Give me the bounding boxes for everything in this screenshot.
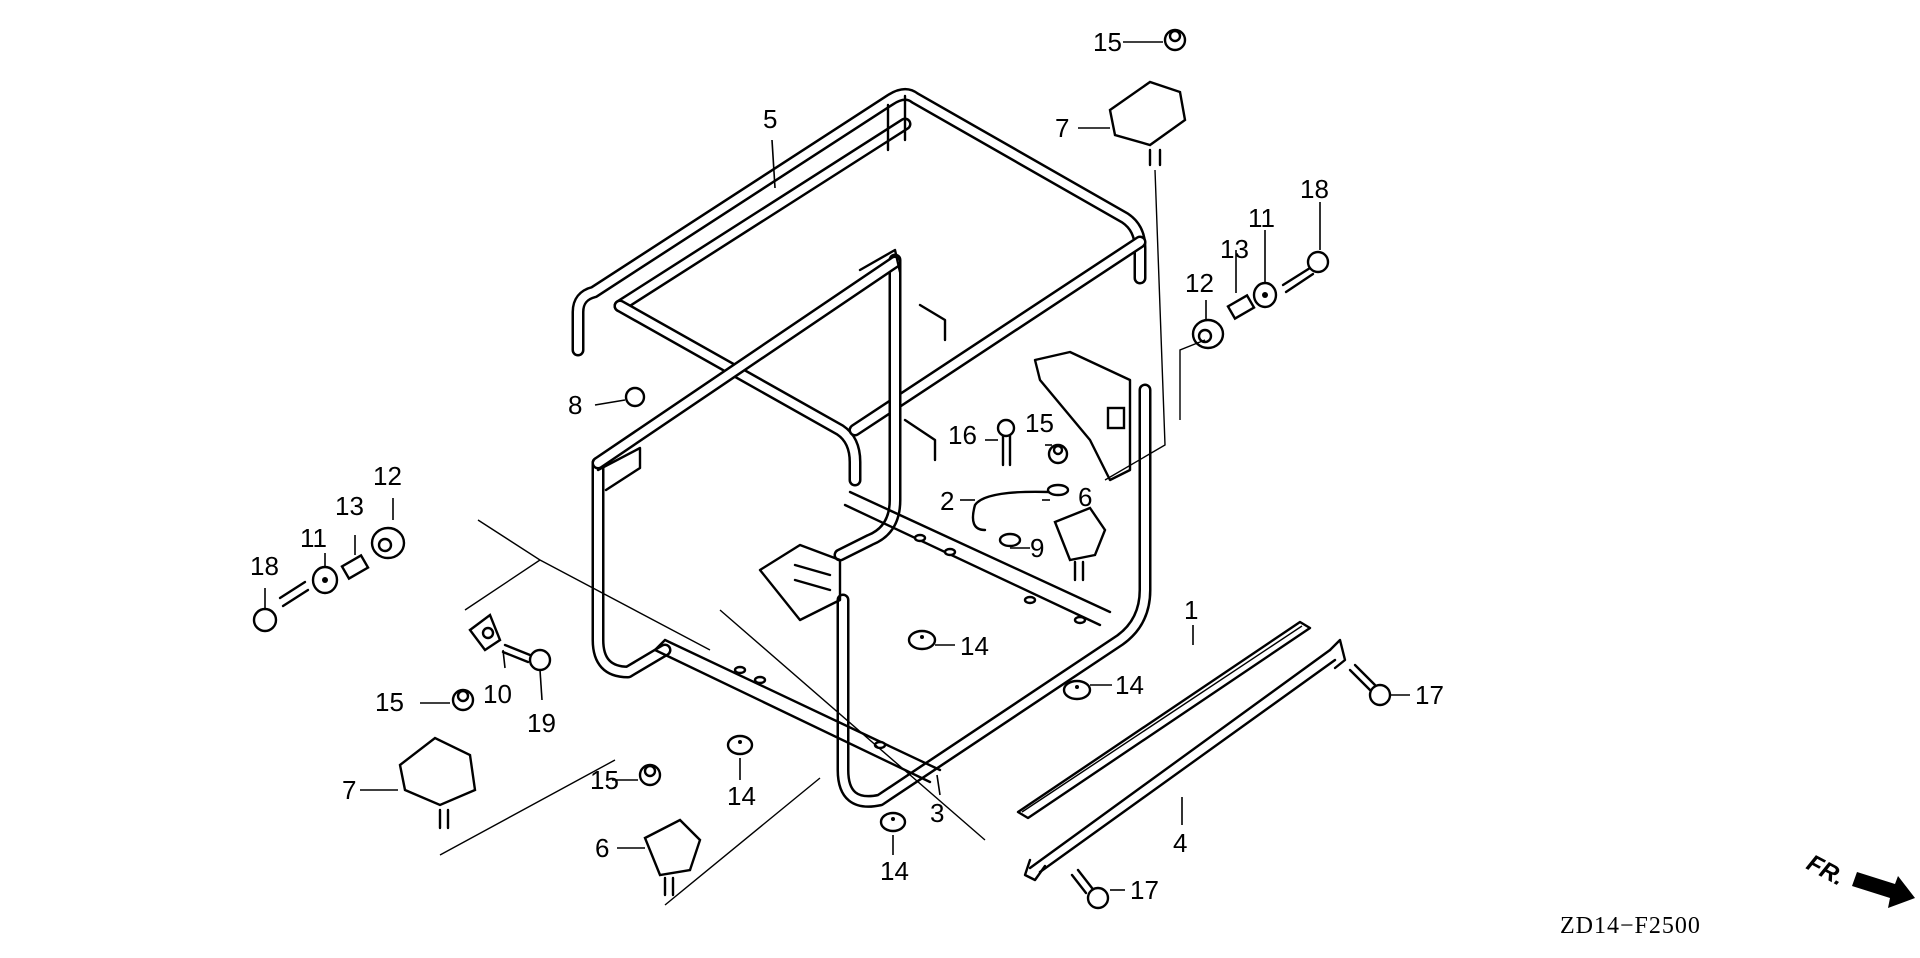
callout-16: 16 xyxy=(948,420,977,450)
leader-lines xyxy=(264,41,1410,906)
callout-19: 19 xyxy=(527,708,556,738)
callout-11: 11 xyxy=(300,523,327,553)
main-frame xyxy=(591,248,1152,808)
callout-18: 18 xyxy=(1300,174,1329,204)
rubber-mounts xyxy=(398,80,1187,897)
callout-11: 11 xyxy=(1248,203,1275,233)
arrow-right-down-icon xyxy=(1852,872,1915,908)
callout-6: 6 xyxy=(595,833,609,863)
front-label: FR. xyxy=(1802,849,1849,891)
callout-17: 17 xyxy=(1130,875,1159,905)
front-direction-indicator: FR. xyxy=(1802,849,1915,908)
callout-2: 2 xyxy=(940,486,954,516)
callout-labels: 15 7 5 18 11 13 12 8 16 15 2 6 9 12 18 1… xyxy=(250,27,1444,905)
callout-8: 8 xyxy=(568,390,582,420)
callout-4: 4 xyxy=(1173,828,1187,858)
callout-13: 13 xyxy=(335,491,364,521)
callout-15: 15 xyxy=(1025,408,1054,438)
callout-13: 13 xyxy=(1220,234,1249,264)
drawing-code: ZD14−F2500 xyxy=(1560,913,1701,939)
callout-14: 14 xyxy=(727,781,756,811)
callout-10: 10 xyxy=(483,679,512,709)
callout-3: 3 xyxy=(930,798,944,828)
side-rails xyxy=(1016,620,1347,882)
callout-18: 18 xyxy=(250,551,279,581)
callout-14: 14 xyxy=(880,856,909,886)
callout-15: 15 xyxy=(590,765,619,795)
callout-14: 14 xyxy=(960,631,989,661)
callout-7: 7 xyxy=(1055,113,1069,143)
callout-17: 17 xyxy=(1415,680,1444,710)
callout-15: 15 xyxy=(375,687,404,717)
callout-12: 12 xyxy=(373,461,402,491)
upper-handle-frame xyxy=(571,88,1147,487)
hardware xyxy=(252,28,1392,910)
callout-12: 12 xyxy=(1185,268,1214,298)
callout-14: 14 xyxy=(1115,670,1144,700)
callout-9: 9 xyxy=(1030,533,1044,563)
callout-6: 6 xyxy=(1078,482,1092,512)
callout-15: 15 xyxy=(1093,27,1122,57)
callout-1: 1 xyxy=(1184,595,1198,625)
callout-7: 7 xyxy=(342,775,356,805)
callout-5: 5 xyxy=(763,104,777,134)
